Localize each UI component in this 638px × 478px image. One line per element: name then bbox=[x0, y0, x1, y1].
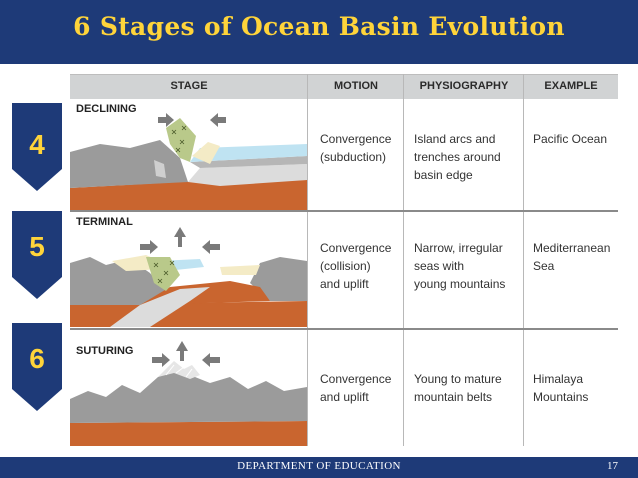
physiography-terminal: Narrow, irregular seas with young mounta… bbox=[414, 241, 506, 291]
physiography-suturing: Young to mature mountain belts bbox=[414, 372, 502, 404]
table-header-row bbox=[70, 74, 618, 99]
stage-badge-4: 4 bbox=[12, 103, 62, 191]
stage-badge-6: 6 bbox=[12, 323, 62, 411]
declining-diagram bbox=[70, 100, 307, 210]
header-stage: STAGE bbox=[170, 80, 208, 92]
badge-number: 6 bbox=[29, 343, 45, 374]
suturing-diagram bbox=[70, 331, 307, 446]
header-physiography: PHYSIOGRAPHY bbox=[419, 80, 509, 92]
example-declining: Pacific Ocean bbox=[533, 132, 608, 146]
row-divider bbox=[70, 210, 618, 212]
footer-bar: DEPARTMENT OF EDUCATION 17 bbox=[0, 457, 638, 478]
stage-badge-5: 5 bbox=[12, 211, 62, 299]
motion-declining: Convergence (subduction) bbox=[320, 132, 392, 164]
badge-shape-icon bbox=[12, 323, 62, 411]
title-banner: 6 Stages of Ocean Basin Evolution bbox=[0, 0, 638, 64]
stage-name-suturing: SUTURING bbox=[76, 345, 134, 357]
column-divider bbox=[307, 74, 308, 446]
badge-number: 4 bbox=[29, 129, 45, 160]
physiography-declining: Island arcs and trenches around basin ed… bbox=[414, 132, 501, 182]
column-divider bbox=[403, 74, 404, 446]
footer-department: DEPARTMENT OF EDUCATION bbox=[237, 460, 401, 472]
column-divider bbox=[523, 74, 524, 446]
stages-table: STAGE MOTION PHYSIOGRAPHY EXAMPLE DECLIN… bbox=[70, 74, 618, 446]
terminal-diagram bbox=[70, 213, 307, 327]
stage-name-declining: DECLINING bbox=[76, 103, 137, 115]
header-motion: MOTION bbox=[334, 80, 378, 92]
stage-name-terminal: TERMINAL bbox=[76, 216, 133, 228]
motion-suturing: Convergence and uplift bbox=[320, 372, 392, 404]
header-example: EXAMPLE bbox=[544, 80, 598, 92]
motion-terminal: Convergence (collision) and uplift bbox=[320, 241, 392, 291]
row-divider bbox=[70, 328, 618, 330]
page-number: 17 bbox=[607, 460, 618, 472]
example-suturing: Himalaya Mountains bbox=[533, 372, 589, 404]
slide-title: 6 Stages of Ocean Basin Evolution bbox=[73, 12, 565, 41]
badge-shape-icon bbox=[12, 211, 62, 299]
badge-shape-icon bbox=[12, 103, 62, 191]
badge-number: 5 bbox=[29, 231, 45, 262]
example-terminal: Mediterranean Sea bbox=[533, 241, 611, 273]
